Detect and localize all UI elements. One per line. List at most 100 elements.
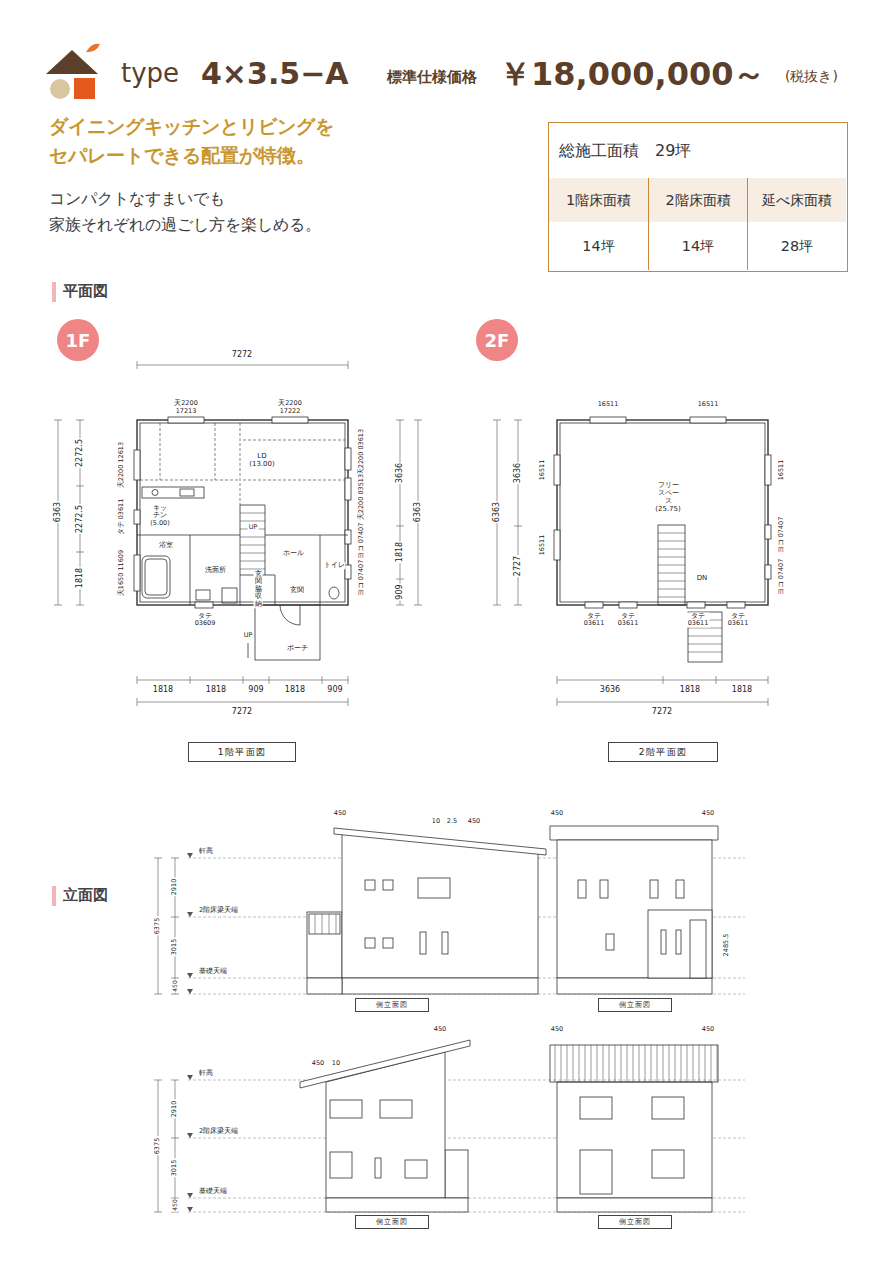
elevation-drawing xyxy=(557,840,712,978)
floor2-label: タテ 03611 xyxy=(727,613,750,628)
floor1-label: 1818 xyxy=(205,685,227,694)
floor1-plan xyxy=(140,423,345,505)
floor2-label: 2727 xyxy=(513,555,522,577)
floor2-label: ヨコ 07407 xyxy=(778,516,785,555)
floor1-plan xyxy=(145,559,167,595)
elevation-drawing xyxy=(557,1082,712,1198)
caption-text: 2階平面図 xyxy=(639,746,687,759)
drawing-caption: 側立面図 xyxy=(355,1215,429,1229)
elevation-drawing xyxy=(383,938,393,948)
elevation-label: 3015 xyxy=(171,938,178,957)
dimension-line xyxy=(493,420,501,605)
area-column: 2階床面積14坪 xyxy=(648,178,747,270)
elevation-label: 3015 xyxy=(171,1159,178,1178)
floor2-label: DN xyxy=(696,574,709,582)
table-value: 14坪 xyxy=(549,222,648,270)
logo-icon xyxy=(46,44,100,99)
level-marker xyxy=(187,912,193,917)
caption-text: 側立面図 xyxy=(619,1000,651,1010)
elevation-drawing xyxy=(342,833,538,978)
floor1-plan xyxy=(280,605,300,625)
floor2-plan xyxy=(554,417,771,662)
floor1-label: 909 xyxy=(395,583,404,600)
window-symbol xyxy=(168,417,204,423)
window-symbol xyxy=(345,530,351,544)
floor2-label: 3636 xyxy=(513,462,522,484)
window-symbol xyxy=(687,602,705,608)
section-heading: 平面図 xyxy=(62,283,109,300)
elevation-label: 2階床梁天端 xyxy=(198,907,239,914)
elevation-label: 6375 xyxy=(154,917,161,936)
window-symbol xyxy=(554,455,560,485)
floor1-plan xyxy=(137,505,348,605)
floor1-label: 7272 xyxy=(231,350,253,359)
elevation-drawing xyxy=(550,1045,718,1082)
elevation-drawing xyxy=(300,826,718,1212)
elevation-label: 6375 xyxy=(154,1137,161,1156)
drawing-caption: 1階平面図 xyxy=(188,742,296,762)
window-symbol xyxy=(134,450,140,480)
elevation-drawing xyxy=(375,1158,381,1178)
elevation-drawing xyxy=(580,1097,612,1119)
floor1-plan xyxy=(248,643,249,658)
elevation-drawing xyxy=(676,930,681,954)
window-symbol xyxy=(134,417,351,608)
elevation-label: 450 xyxy=(701,1026,715,1033)
caption-text: 1階平面図 xyxy=(218,746,266,759)
window-symbol xyxy=(690,417,726,423)
floor1-plan xyxy=(329,587,339,599)
section-bar xyxy=(52,886,56,906)
floor1-label: 1818 xyxy=(75,567,84,589)
caption-text: 側立面図 xyxy=(376,1000,408,1010)
dimension-line xyxy=(514,420,522,605)
elevation-drawing xyxy=(600,880,608,898)
elevation-drawing xyxy=(334,828,546,855)
dimension-line xyxy=(171,1080,179,1212)
elevation-drawing xyxy=(330,1100,362,1118)
window-symbol xyxy=(345,448,351,470)
header-text: ￥18,000,000～ xyxy=(498,56,766,93)
floor1-label: 洗面所 xyxy=(204,566,227,574)
dimension-line xyxy=(76,420,84,605)
window-symbol xyxy=(554,417,771,608)
floor2-label: 7272 xyxy=(651,707,673,716)
elevation-label: 450 xyxy=(172,1198,179,1211)
floor1-plan xyxy=(137,420,348,605)
elevation-drawing xyxy=(445,1150,468,1198)
drawing-caption: 2階平面図 xyxy=(608,742,718,762)
floor1-label: 17213 xyxy=(175,408,198,415)
floor2-label: 16511 xyxy=(539,534,546,557)
window-symbol xyxy=(345,565,351,579)
dimension-line xyxy=(154,858,179,1212)
window-symbol xyxy=(765,455,771,485)
window-symbol xyxy=(727,602,745,608)
elevation-drawing xyxy=(650,880,658,898)
elevation-drawing xyxy=(365,938,375,948)
level-marker xyxy=(187,1075,193,1080)
window-symbol xyxy=(134,555,140,591)
elevation-label: 2階床梁天端 xyxy=(198,1128,239,1135)
area-column: 1階床面積14坪 xyxy=(549,178,648,270)
elevation-label: 10 xyxy=(331,1060,341,1067)
floor1-label: 17222 xyxy=(279,408,302,415)
section-heading: 立面図 xyxy=(62,887,109,904)
floor1-label: 天2200 12613 xyxy=(118,441,125,489)
elevation-drawing xyxy=(578,880,586,898)
elevation-label: 軒高 xyxy=(198,848,214,855)
floor1-label: 6363 xyxy=(413,501,422,523)
area-column: 延べ床面積28坪 xyxy=(747,178,846,270)
floor2-plan xyxy=(658,533,685,597)
floor-badge: 2F xyxy=(475,318,519,362)
floor1-label: 7272 xyxy=(231,707,253,716)
caption-text: 側立面図 xyxy=(376,1217,408,1227)
elevation-drawing xyxy=(442,932,448,954)
elevation-drawing xyxy=(330,1152,352,1178)
logo-icon xyxy=(86,44,100,52)
floor1-plan xyxy=(240,513,265,569)
window-symbol xyxy=(345,478,351,500)
floor1-label: ヨコ 07407 xyxy=(358,522,365,561)
elevation-label: 450 xyxy=(311,1060,325,1067)
floor2-plan xyxy=(557,420,768,605)
elevation-label: 450 xyxy=(333,810,347,817)
dimension-line xyxy=(137,676,348,684)
